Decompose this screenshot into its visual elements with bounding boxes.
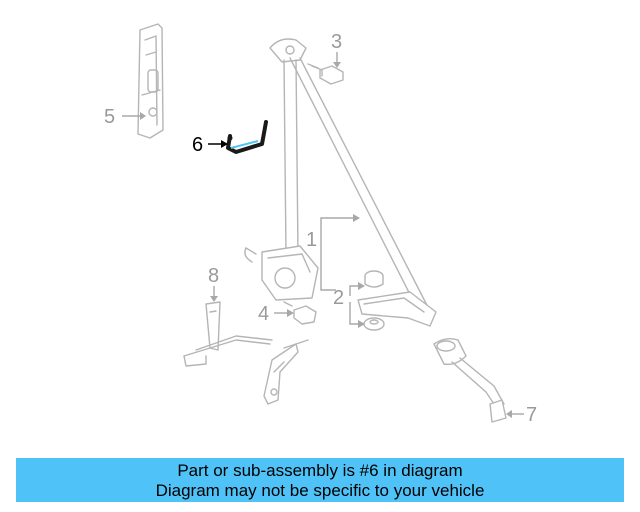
info-banner: Part or sub-assembly is #6 in diagram Di… [16,458,624,502]
callout-8: 8 [208,265,219,287]
part-4-bolt [283,301,317,325]
callout-4: 4 [258,303,269,325]
callout-3: 3 [331,31,342,53]
callout-2: 2 [333,287,344,309]
part-8-buckle [183,301,309,405]
part-6-guide-bracket [226,120,268,154]
callout-5: 5 [104,106,115,128]
part-1-seatbelt-assembly [244,38,437,327]
part-7-lower-anchor [433,337,507,423]
callout-6: 6 [192,134,203,156]
banner-line-1: Part or sub-assembly is #6 in diagram [177,461,463,480]
part-5-height-adjuster [137,23,164,139]
leader-1 [320,217,355,240]
leader-2 [349,285,360,296]
callout-7: 7 [526,404,537,426]
parts-diagram: 5 6 3 1 [104,23,537,426]
part-3-bolt [307,63,344,85]
banner-line-2: Diagram may not be specific to your vehi… [155,481,485,500]
callout-1: 1 [306,229,317,251]
part-2-anchor-cover [363,270,385,331]
